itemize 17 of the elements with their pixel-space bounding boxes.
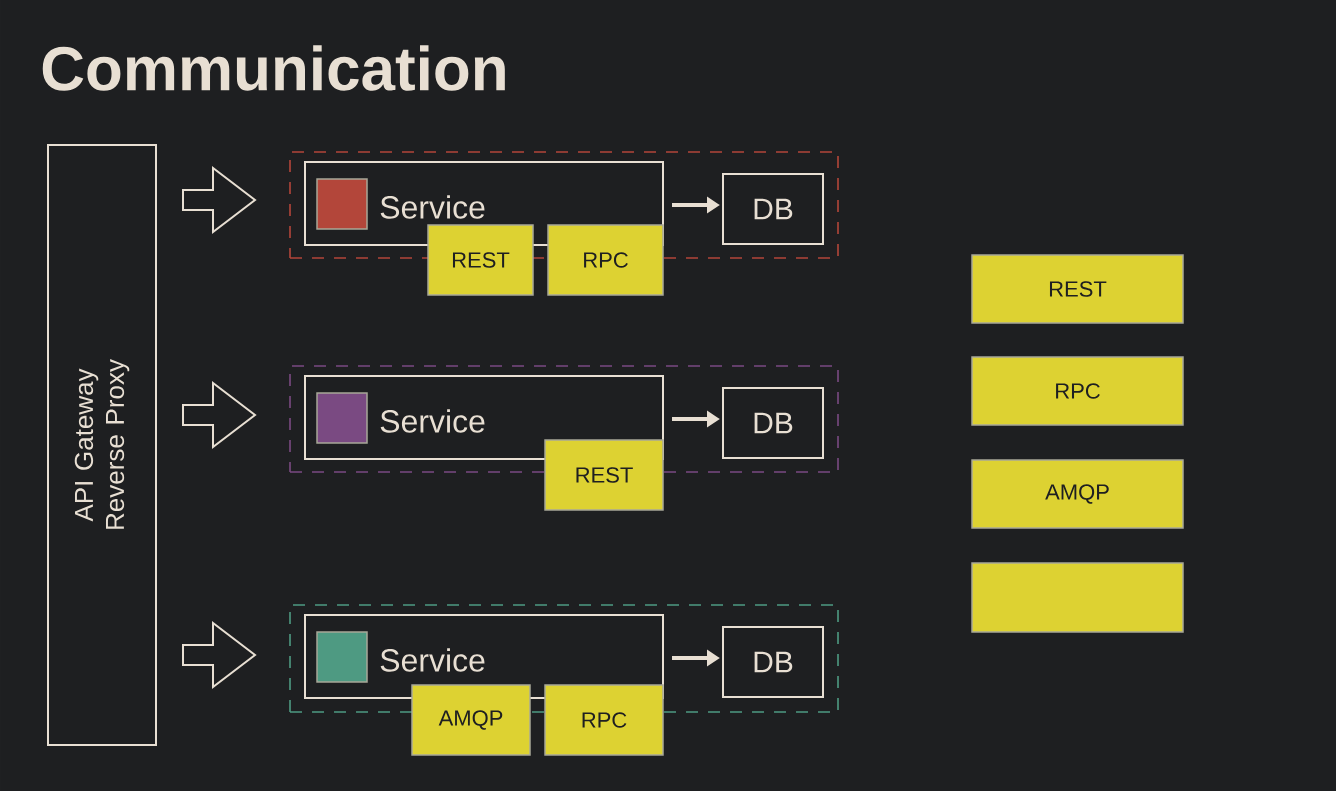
block-arrow xyxy=(182,166,257,234)
protocol-box: REST xyxy=(544,439,664,511)
protocol-box xyxy=(971,562,1184,633)
protocol-box: AMQP xyxy=(971,459,1184,529)
protocol-box: REST xyxy=(971,254,1184,324)
protocol-box: RPC xyxy=(971,356,1184,426)
block-arrow xyxy=(182,620,257,689)
gateway-box: API Gateway Reverse Proxy xyxy=(47,144,157,746)
protocol-box: REST xyxy=(427,224,534,296)
protocol-box: AMQP xyxy=(411,684,531,756)
title: Communication xyxy=(42,45,505,91)
block-arrow xyxy=(182,381,257,449)
protocol-box: RPC xyxy=(547,224,664,296)
db-box: DB xyxy=(722,387,824,459)
db-box: DB xyxy=(722,173,824,245)
db-box: DB xyxy=(722,626,824,698)
protocol-box: RPC xyxy=(544,684,664,756)
